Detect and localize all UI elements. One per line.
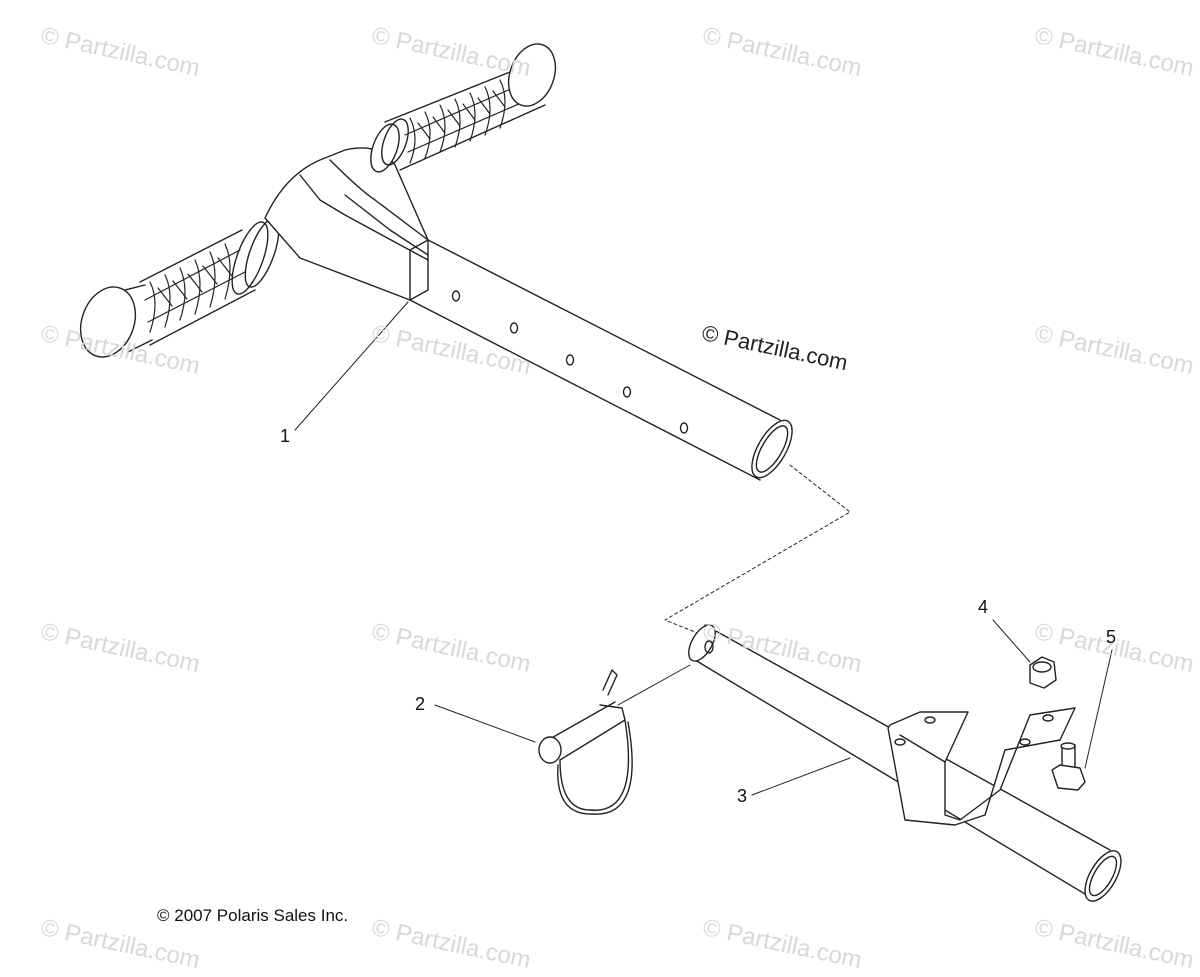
t-handle-part <box>79 43 793 481</box>
callout-3: 3 <box>737 786 748 806</box>
bolt-part <box>1051 742 1086 791</box>
pin-part <box>538 669 633 815</box>
mount-tube-part <box>688 624 1122 902</box>
leader-lines <box>294 301 1113 796</box>
callout-5: 5 <box>1106 627 1117 647</box>
callout-1: 1 <box>280 426 291 446</box>
nut-part <box>1029 656 1057 689</box>
callout-2: 2 <box>415 694 426 714</box>
callout-4: 4 <box>978 597 989 617</box>
copyright-notice: © 2007 Polaris Sales Inc. <box>157 906 349 925</box>
assembly-dashed-line <box>664 464 851 641</box>
